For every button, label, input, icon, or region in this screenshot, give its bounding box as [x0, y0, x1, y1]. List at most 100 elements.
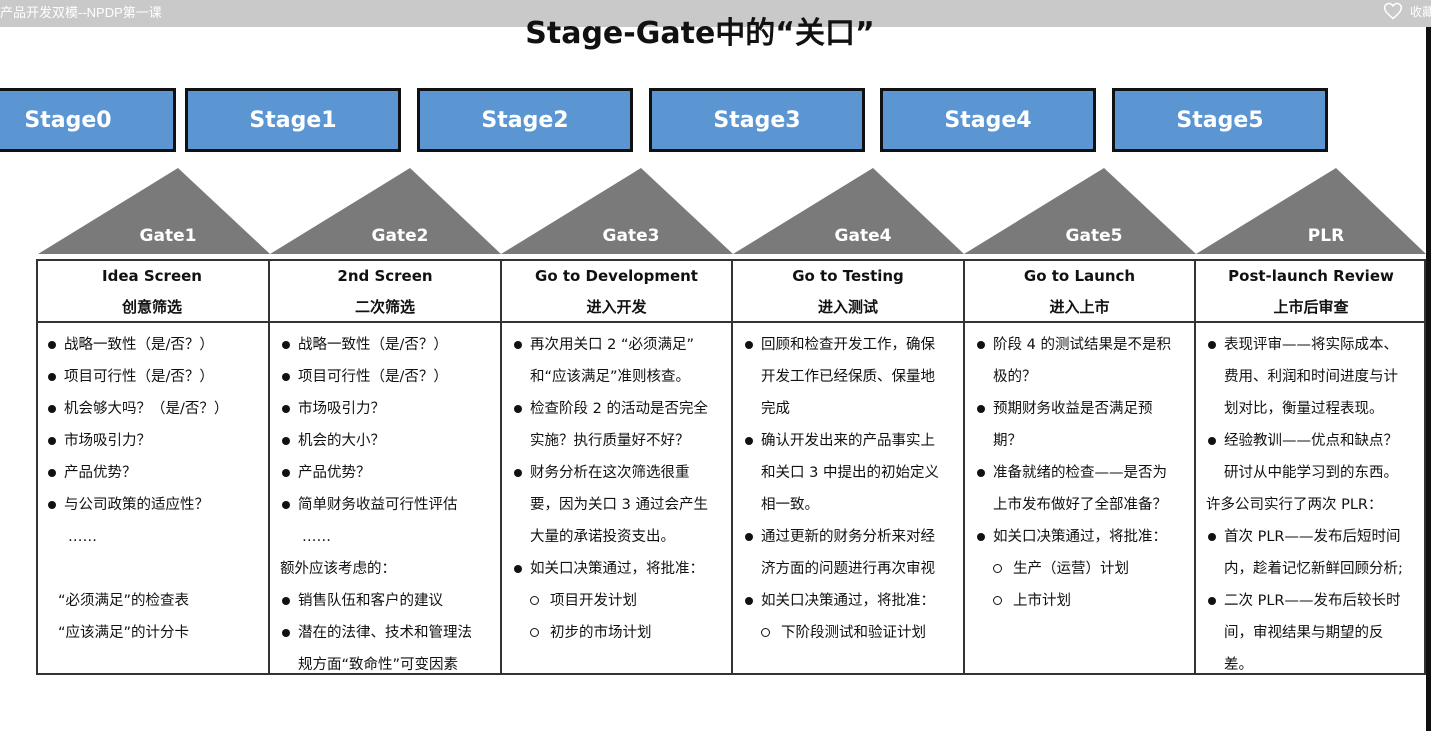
- list-item: 战略一致性（是/否？）: [278, 329, 492, 361]
- sub-list-item: 初步的市场计划: [510, 617, 723, 649]
- list-item: 与公司政策的适应性？: [44, 489, 260, 521]
- list-item: 研讨从中能学习到的东西。: [1224, 465, 1398, 481]
- list-item: 和“应该满足”准则核查。: [530, 369, 691, 385]
- stage-box-3: Stage3: [649, 88, 865, 152]
- list-item: 通过更新的财务分析来对经: [741, 521, 955, 553]
- gate-triangle-4: [733, 168, 964, 254]
- list-item: 检查阶段 2 的活动是否完全: [510, 393, 723, 425]
- column-body: 阶段 4 的测试结果是不是积极的？预期财务收益是否满足预期？准备就绪的检查——是…: [965, 323, 1194, 617]
- list-item: 表现评审——将实际成本、: [1204, 329, 1418, 361]
- list-item: 二次 PLR——发布后较长时: [1204, 585, 1418, 617]
- list-item: 项目可行性（是/否？）: [44, 361, 260, 393]
- gate-label-2: Gate2: [371, 226, 429, 246]
- sub-list-item: 生产（运营）计划: [973, 553, 1186, 585]
- column-header: Post-launch Review 上市后审查: [1196, 259, 1426, 323]
- stage-box-4: Stage4: [880, 88, 1096, 152]
- list-item: 内，趁着记忆新鲜回顾分析;: [1224, 561, 1403, 577]
- list-item: 市场吸引力？: [278, 393, 492, 425]
- list-item: 财务分析在这次筛选很重: [510, 457, 723, 489]
- list-item: “必须满足”的检查表: [58, 593, 190, 609]
- right-edge-bar: [1426, 27, 1431, 731]
- stage-box-0: Stage0: [0, 88, 176, 152]
- gate-label-plr: PLR: [1307, 226, 1345, 246]
- column-title-en: 2nd Screen: [337, 267, 433, 285]
- list-item: 产品优势？: [44, 457, 260, 489]
- list-item: 产品优势？: [278, 457, 492, 489]
- list-item: 首次 PLR——发布后短时间: [1204, 521, 1418, 553]
- column-header: Go to Launch 进入上市: [965, 259, 1194, 323]
- column-title-cn: 进入开发: [586, 298, 647, 316]
- list-item: 划对比，衡量过程表现。: [1224, 401, 1384, 417]
- gate-column-4: Go to Testing 进入测试回顾和检查开发工作，确保开发工作已经保质、保量…: [731, 259, 963, 675]
- list-item: 济方面的问题进行再次审视: [761, 561, 935, 577]
- list-item: 要，因为关口 3 通过会产生: [530, 497, 708, 513]
- list-item: 如关口决策通过，将批准：: [973, 521, 1186, 553]
- list-item: 和关口 3 中提出的初始定义: [761, 465, 939, 481]
- gate-label-1: Gate1: [139, 226, 197, 246]
- list-item: 机会的大小？: [278, 425, 492, 457]
- gate-triangles: [38, 168, 1426, 254]
- favorite-label[interactable]: 收藏: [1410, 5, 1431, 19]
- list-item: 极的？: [993, 369, 1037, 385]
- column-title-cn: 进入测试: [817, 298, 878, 316]
- column-title-cn: 进入上市: [1049, 298, 1110, 316]
- list-item: 完成: [761, 401, 790, 417]
- sub-list-item: 下阶段测试和验证计划: [741, 617, 955, 649]
- column-title-en: Post-launch Review: [1228, 267, 1394, 285]
- column-title-cn: 上市后审查: [1273, 298, 1349, 316]
- list-item: 额外应该考虑的：: [280, 561, 396, 577]
- list-item: 潜在的法律、技术和管理法: [278, 617, 492, 649]
- list-item: 相一致。: [761, 497, 819, 513]
- list-item: 实施？执行质量好不好？: [530, 433, 690, 449]
- gate-triangle-3: [501, 168, 733, 254]
- column-title-en: Go to Launch: [1023, 267, 1136, 285]
- spacer: [44, 553, 260, 585]
- column-body: 战略一致性（是/否？）项目可行性（是/否？）市场吸引力？机会的大小？产品优势？简…: [270, 323, 500, 681]
- sub-list-item: 上市计划: [973, 585, 1186, 617]
- list-item: 间，审视结果与期望的反: [1224, 625, 1384, 641]
- column-body: 回顾和检查开发工作，确保开发工作已经保质、保量地完成确认开发出来的产品事实上和关…: [733, 323, 963, 649]
- stage-box-2: Stage2: [417, 88, 633, 152]
- list-item: 经验教训——优点和缺点？: [1204, 425, 1418, 457]
- column-title-cn: 创意筛选: [121, 298, 182, 316]
- column-title-en: Go to Development: [535, 267, 698, 285]
- list-item: ……: [302, 529, 331, 545]
- list-item: 如关口决策通过，将批准：: [741, 585, 955, 617]
- window-title: 产品开发双模--NPDP第一课: [0, 5, 162, 20]
- gate-label-5: Gate5: [1065, 226, 1123, 246]
- column-title-en: Go to Testing: [792, 267, 904, 285]
- list-item: 简单财务收益可行性评估: [278, 489, 492, 521]
- list-item: 预期财务收益是否满足预: [973, 393, 1186, 425]
- list-item: 规方面“致命性”可变因素: [298, 657, 459, 673]
- gate-label-4: Gate4: [834, 226, 892, 246]
- stage-box-1: Stage1: [185, 88, 401, 152]
- list-item: 差。: [1224, 657, 1253, 673]
- heart-icon[interactable]: [1383, 1, 1403, 21]
- column-body: 再次用关口 2 “必须满足” 和“应该满足”准则核查。检查阶段 2 的活动是否完全…: [502, 323, 731, 649]
- list-item: 销售队伍和客户的建议: [278, 585, 492, 617]
- slide-heading: Stage-Gate中的“关口”: [525, 16, 875, 51]
- column-title-en: Idea Screen: [102, 267, 202, 285]
- window-title-bar: 产品开发双模--NPDP第一课 收藏: [0, 0, 1431, 27]
- list-item: “应该满足”的计分卡: [58, 625, 190, 641]
- column-header: Go to Development 进入开发: [502, 259, 731, 323]
- list-item: 期？: [993, 433, 1022, 449]
- list-item: 再次用关口 2 “必须满足”: [510, 329, 723, 361]
- list-item: 确认开发出来的产品事实上: [741, 425, 955, 457]
- list-item: 机会够大吗？（是/否？）: [44, 393, 260, 425]
- gate-label-3: Gate3: [602, 226, 660, 246]
- column-header: Go to Testing 进入测试: [733, 259, 963, 323]
- list-item: 市场吸引力？: [44, 425, 260, 457]
- column-header: Idea Screen 创意筛选: [36, 259, 268, 323]
- list-item: 许多公司实行了两次 PLR：: [1206, 497, 1383, 513]
- gate-triangle-6: [1196, 168, 1426, 254]
- list-item: 开发工作已经保质、保量地: [761, 369, 935, 385]
- list-item: ……: [68, 529, 97, 545]
- sub-list-item: 项目开发计划: [510, 585, 723, 617]
- list-item: 回顾和检查开发工作，确保: [741, 329, 955, 361]
